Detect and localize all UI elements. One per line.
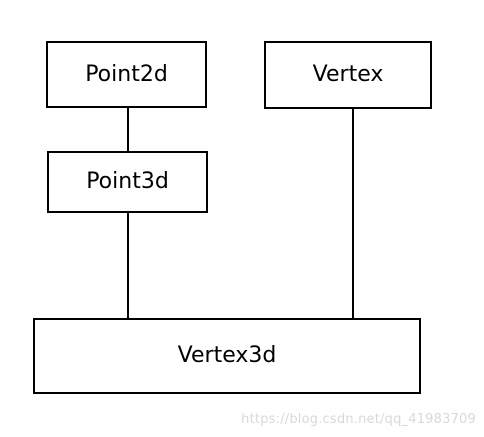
node-label: Point3d	[86, 169, 169, 194]
node-label: Vertex3d	[177, 343, 277, 368]
node-label: Point2d	[85, 61, 168, 87]
node-label: Vertex	[312, 62, 384, 87]
edge-point3d-vertex3d	[127, 213, 129, 318]
node-vertex3d: Vertex3d	[33, 318, 421, 394]
node-point3d: Point3d	[47, 151, 208, 213]
node-vertex: Vertex	[264, 41, 432, 109]
edge-vertex-vertex3d	[352, 109, 354, 318]
node-point2d: Point2d	[46, 41, 207, 108]
edge-point2d-point3d	[127, 108, 129, 151]
watermark-text: https://blog.csdn.net/qq_41983709	[241, 412, 476, 427]
